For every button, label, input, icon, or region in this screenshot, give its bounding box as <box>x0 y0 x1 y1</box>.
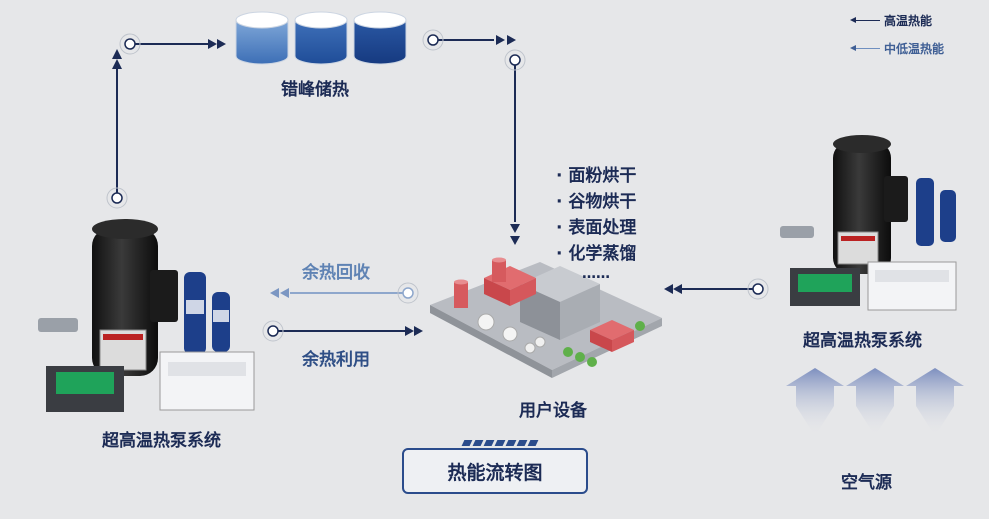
legend-low-line-icon <box>850 45 880 51</box>
right-system-label: 超高温热泵系统 <box>803 331 922 351</box>
air-arrow-3 <box>906 368 964 436</box>
legend-high-line-icon <box>850 17 880 23</box>
right-heat-pump-illustration <box>780 135 957 311</box>
tank-1 <box>235 11 289 65</box>
high-temp-flow <box>116 39 758 332</box>
legend-high-temp: 高温热能 <box>850 12 933 29</box>
legend-low-temp: 中低温热能 <box>850 40 945 57</box>
storage-label: 错峰储热 <box>281 80 349 100</box>
storage-tanks <box>235 11 407 65</box>
tank-3 <box>353 11 407 65</box>
legend-low-label: 中低温热能 <box>884 42 945 56</box>
left-heat-pump-illustration <box>38 219 255 412</box>
user-equipment-label: 用户设备 <box>519 401 587 421</box>
use-case-ellipsis: …… <box>582 266 610 282</box>
diagram-title: 热能流转图 <box>402 448 588 494</box>
waste-heat-recovery-label: 余热回收 <box>302 263 370 283</box>
air-arrow-1 <box>786 368 844 436</box>
use-case-item: · 化学蒸馏 <box>556 244 637 264</box>
tank-2 <box>294 11 348 65</box>
factory-illustration <box>430 257 662 378</box>
waste-heat-use-label: 余热利用 <box>302 350 370 370</box>
use-case-item: · 面粉烘干 <box>556 166 637 186</box>
air-source-arrows <box>786 368 964 436</box>
legend-high-label: 高温热能 <box>884 14 933 28</box>
flow-nodes <box>106 29 769 342</box>
air-arrow-2 <box>846 368 904 436</box>
use-case-item: · 谷物烘干 <box>556 192 637 212</box>
air-source-label: 空气源 <box>841 473 892 493</box>
title-dash-decoration <box>461 440 539 446</box>
recovery-arrows <box>270 288 289 298</box>
left-system-label: 超高温热泵系统 <box>102 431 221 451</box>
flow-arrows <box>112 35 682 336</box>
use-cases-list: · 面粉烘干 · 谷物烘干 · 表面处理 · 化学蒸馏 …… <box>556 163 636 281</box>
use-case-item: · 表面处理 <box>556 218 637 238</box>
